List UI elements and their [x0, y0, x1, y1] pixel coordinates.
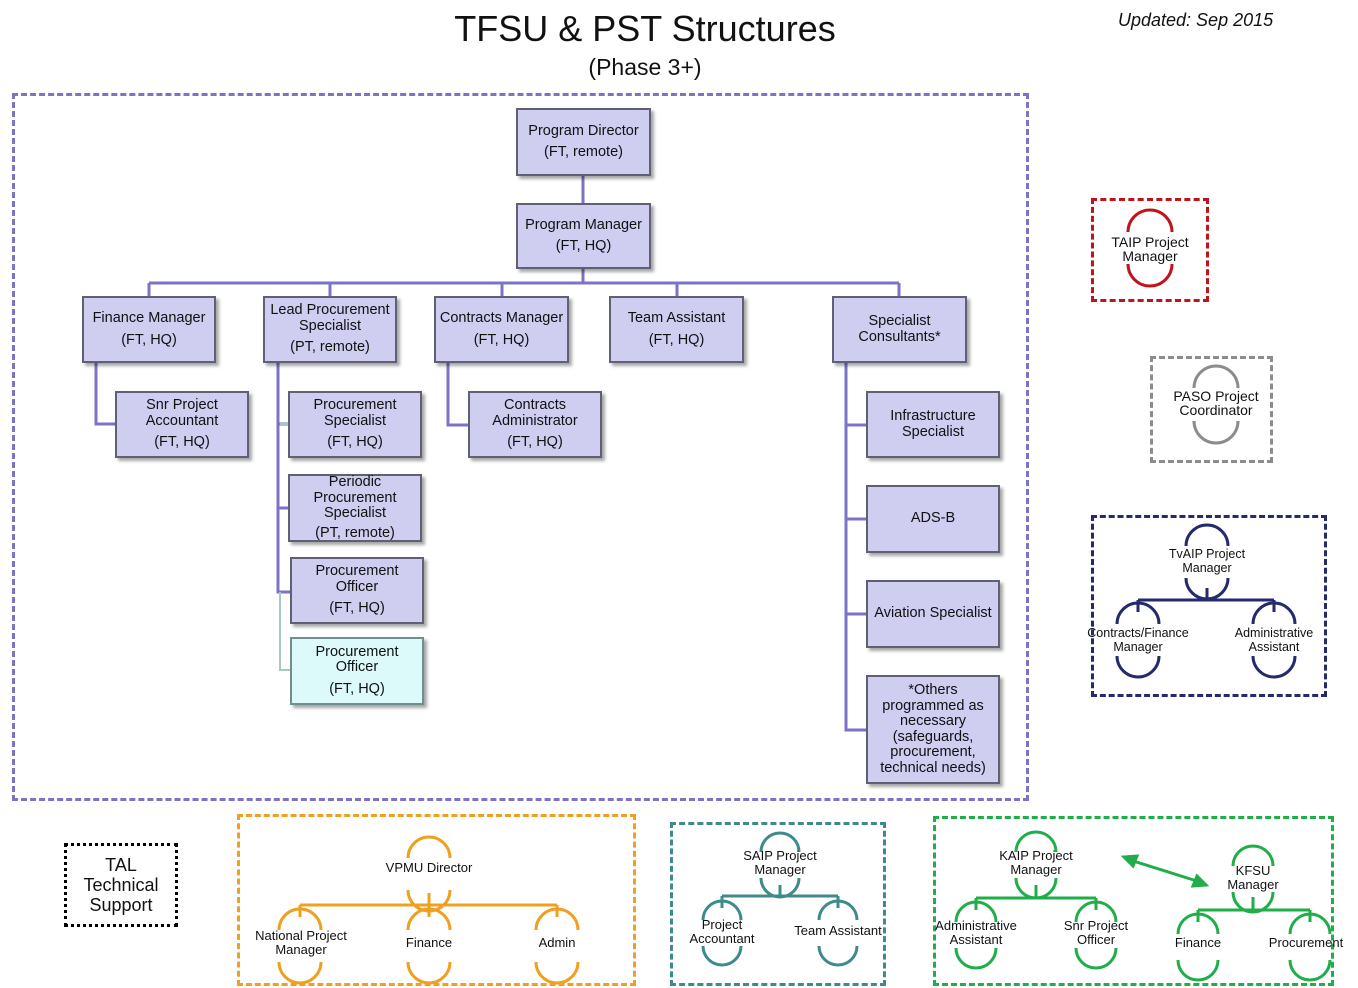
others-note-text: *Others programmed as necessary (safegua…	[880, 682, 986, 776]
program-manager-title: Program Manager	[525, 216, 642, 233]
program-manager-box: Program Manager (FT, HQ)	[516, 203, 651, 269]
ads-b-title: ADS-B	[910, 510, 956, 527]
saip-project-accountant-label: Project Accountant	[689, 917, 755, 946]
kfsu-procurement-label: Procurement	[1268, 935, 1344, 950]
periodic-procurement-detail: (PT, remote)	[315, 524, 395, 541]
procurement-specialist-detail: (FT, HQ)	[327, 434, 383, 451]
infrastructure-specialist-title: Infrastructure Specialist	[890, 408, 976, 440]
taip-frame	[1091, 198, 1209, 302]
team-assistant-title: Team Assistant	[627, 310, 726, 326]
procurement-officer-2-title: Procurement Officer	[315, 643, 399, 676]
contracts-administrator-title: Contracts Administrator	[492, 397, 578, 429]
procurement-officer-box-2: Procurement Officer (FT, HQ)	[290, 637, 424, 705]
finance-manager-detail: (FT, HQ)	[121, 331, 177, 348]
vpmu-admin-label: Admin	[538, 935, 576, 950]
specialist-consultants-box: Specialist Consultants*	[832, 296, 967, 363]
program-director-title: Program Director	[528, 122, 639, 139]
saip-team-assistant-label: Team Assistant	[794, 923, 882, 938]
snr-project-accountant-box: Snr Project Accountant (FT, HQ)	[115, 391, 249, 458]
tvaip-project-manager-label: TvAIP Project Manager	[1168, 547, 1246, 575]
program-director-detail: (FT, remote)	[544, 144, 623, 160]
finance-manager-box: Finance Manager (FT, HQ)	[82, 296, 216, 363]
program-director-box: Program Director (FT, remote)	[516, 108, 651, 176]
kaip-administrative-assistant-label: Administrative Assistant	[935, 918, 1017, 947]
team-assistant-detail: (FT, HQ)	[648, 331, 705, 348]
periodic-procurement-title: Periodic Procurement Specialist	[313, 474, 397, 521]
kfsu-finance-label: Finance	[1174, 935, 1222, 950]
contracts-administrator-detail: (FT, HQ)	[507, 434, 563, 451]
lead-procurement-detail: (PT, remote)	[290, 339, 370, 356]
lead-procurement-box: Lead Procurement Specialist (PT, remote)	[263, 296, 397, 363]
saip-project-manager-label: SAIP Project Manager	[743, 848, 817, 877]
tvaip-frame	[1091, 515, 1327, 697]
procurement-officer-2-detail: (FT, HQ)	[329, 680, 385, 697]
vpmu-finance-label: Finance	[405, 935, 453, 950]
snr-project-accountant-title: Snr Project Accountant	[145, 397, 219, 429]
taip-project-manager-label: TAIP Project Manager	[1111, 234, 1189, 264]
contracts-manager-title: Contracts Manager	[439, 310, 564, 326]
infrastructure-specialist-box: Infrastructure Specialist	[866, 391, 1000, 458]
procurement-specialist-title: Procurement Specialist	[313, 397, 397, 429]
lead-procurement-title: Lead Procurement Specialist	[270, 302, 390, 334]
kaip-snr-project-officer-label: Snr Project Officer	[1063, 918, 1129, 947]
contracts-manager-box: Contracts Manager (FT, HQ)	[434, 296, 569, 363]
procurement-specialist-box: Procurement Specialist (FT, HQ)	[288, 391, 422, 458]
vpmu-director-label: VPMU Director	[385, 860, 473, 875]
aviation-specialist-box: Aviation Specialist	[866, 580, 1000, 648]
kaip-project-manager-label: KAIP Project Manager	[999, 848, 1073, 877]
procurement-officer-box-1: Procurement Officer (FT, HQ)	[290, 557, 424, 624]
team-assistant-box: Team Assistant (FT, HQ)	[609, 296, 744, 363]
kfsu-manager-label: KFSU Manager	[1227, 863, 1279, 892]
contracts-manager-detail: (FT, HQ)	[473, 331, 530, 348]
vpmu-national-project-manager-label: National Project Manager	[255, 928, 347, 957]
tal-technical-support-label: TAL Technical Support	[83, 855, 159, 915]
page-subtitle: (Phase 3+)	[588, 54, 702, 80]
snr-project-accountant-detail: (FT, HQ)	[154, 434, 210, 451]
others-note-box: *Others programmed as necessary (safegua…	[866, 675, 1000, 784]
kaip-kfsu-frame	[933, 816, 1334, 986]
periodic-procurement-box: Periodic Procurement Specialist (PT, rem…	[288, 474, 422, 542]
procurement-officer-1-detail: (FT, HQ)	[329, 600, 385, 617]
vpmu-frame	[237, 814, 636, 986]
tvaip-contracts-finance-label: Contracts/Finance Manager	[1087, 626, 1189, 654]
page-title: TFSU & PST Structures	[454, 8, 836, 49]
tal-technical-support-box: TAL Technical Support	[64, 843, 178, 927]
specialist-consultants-title: Specialist Consultants*	[858, 313, 941, 345]
program-manager-detail: (FT, HQ)	[555, 238, 612, 254]
tfsu-frame	[12, 93, 1029, 801]
paso-frame	[1150, 356, 1273, 463]
finance-manager-title: Finance Manager	[92, 310, 206, 326]
tvaip-administrative-assistant-label: Administrative Assistant	[1234, 626, 1314, 654]
updated-date: Updated: Sep 2015	[1118, 10, 1274, 30]
saip-frame	[670, 822, 886, 986]
contracts-administrator-box: Contracts Administrator (FT, HQ)	[468, 391, 602, 458]
aviation-specialist-title: Aviation Specialist	[874, 605, 992, 622]
paso-project-coordinator-label: PASO Project Coordinator	[1173, 388, 1259, 418]
procurement-officer-1-title: Procurement Officer	[315, 563, 399, 595]
ads-b-box: ADS-B	[866, 485, 1000, 553]
